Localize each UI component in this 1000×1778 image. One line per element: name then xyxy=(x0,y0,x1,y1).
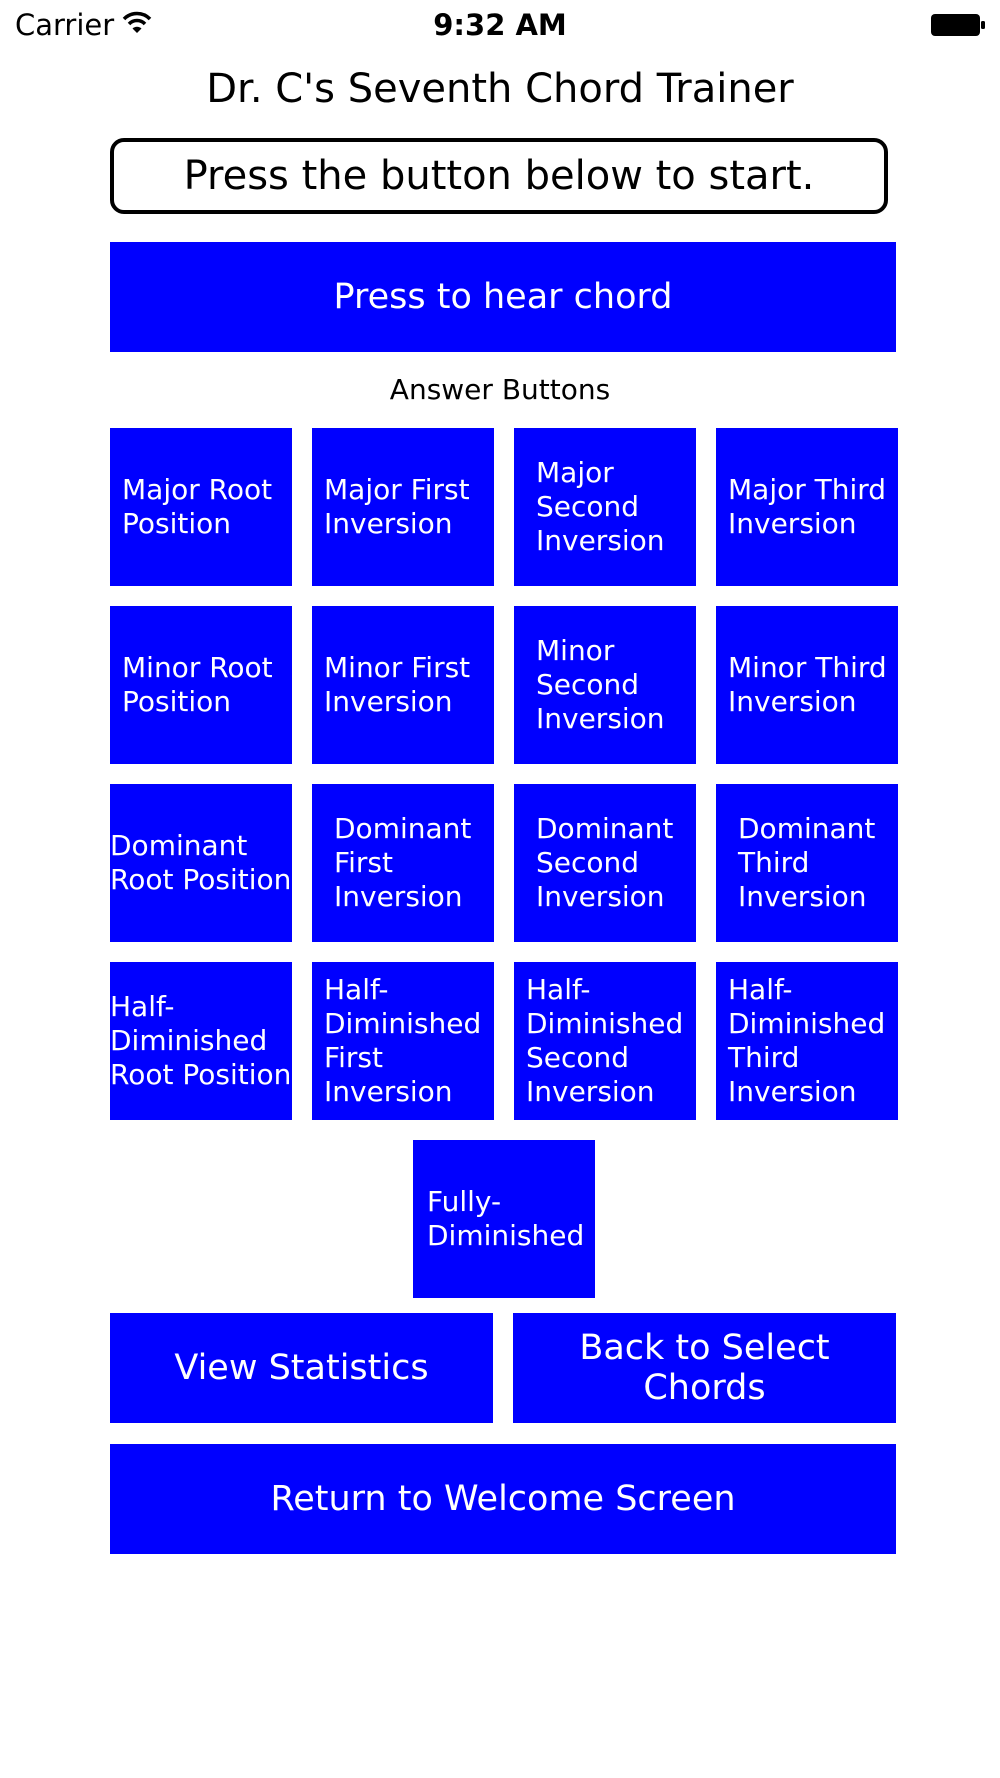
status-bar: Carrier 9:32 AM xyxy=(0,0,1000,50)
hear-chord-button[interactable]: Press to hear chord xyxy=(110,242,896,352)
answer-major-second-button[interactable]: Major Second Inversion xyxy=(514,428,696,586)
prompt-text: Press the button below to start. xyxy=(183,153,815,199)
prompt-box: Press the button below to start. xyxy=(110,138,888,214)
return-to-welcome-button[interactable]: Return to Welcome Screen xyxy=(110,1444,896,1554)
answer-dominant-third-button[interactable]: Dominant Third Inversion xyxy=(716,784,898,942)
carrier-label: Carrier xyxy=(15,8,115,42)
back-to-select-chords-button[interactable]: Back to Select Chords xyxy=(513,1313,896,1423)
answer-half-diminished-root-button[interactable]: Half-Diminished Root Position xyxy=(110,962,292,1120)
answer-minor-first-button[interactable]: Minor First Inversion xyxy=(312,606,494,764)
answers-label: Answer Buttons xyxy=(389,373,611,406)
battery-icon xyxy=(931,14,985,36)
answer-minor-root-button[interactable]: Minor Root Position xyxy=(110,606,292,764)
answer-fully-diminished-button[interactable]: Fully-Diminished xyxy=(413,1140,595,1298)
page-title: Dr. C's Seventh Chord Trainer xyxy=(206,66,794,112)
answer-major-root-button[interactable]: Major Root Position xyxy=(110,428,292,586)
answer-half-diminished-third-button[interactable]: Half-Diminished Third Inversion xyxy=(716,962,898,1120)
wifi-icon xyxy=(122,11,152,33)
answer-major-third-button[interactable]: Major Third Inversion xyxy=(716,428,898,586)
answer-dominant-root-button[interactable]: Dominant Root Position xyxy=(110,784,292,942)
answer-minor-second-button[interactable]: Minor Second Inversion xyxy=(514,606,696,764)
answer-half-diminished-second-button[interactable]: Half-Diminished Second Inversion xyxy=(514,962,696,1120)
answer-dominant-first-button[interactable]: Dominant First Inversion xyxy=(312,784,494,942)
answer-half-diminished-first-button[interactable]: Half-Diminished First Inversion xyxy=(312,962,494,1120)
answer-major-first-button[interactable]: Major First Inversion xyxy=(312,428,494,586)
view-statistics-button[interactable]: View Statistics xyxy=(110,1313,493,1423)
answer-dominant-second-button[interactable]: Dominant Second Inversion xyxy=(514,784,696,942)
clock: 9:32 AM xyxy=(433,8,567,42)
answer-minor-third-button[interactable]: Minor Third Inversion xyxy=(716,606,898,764)
